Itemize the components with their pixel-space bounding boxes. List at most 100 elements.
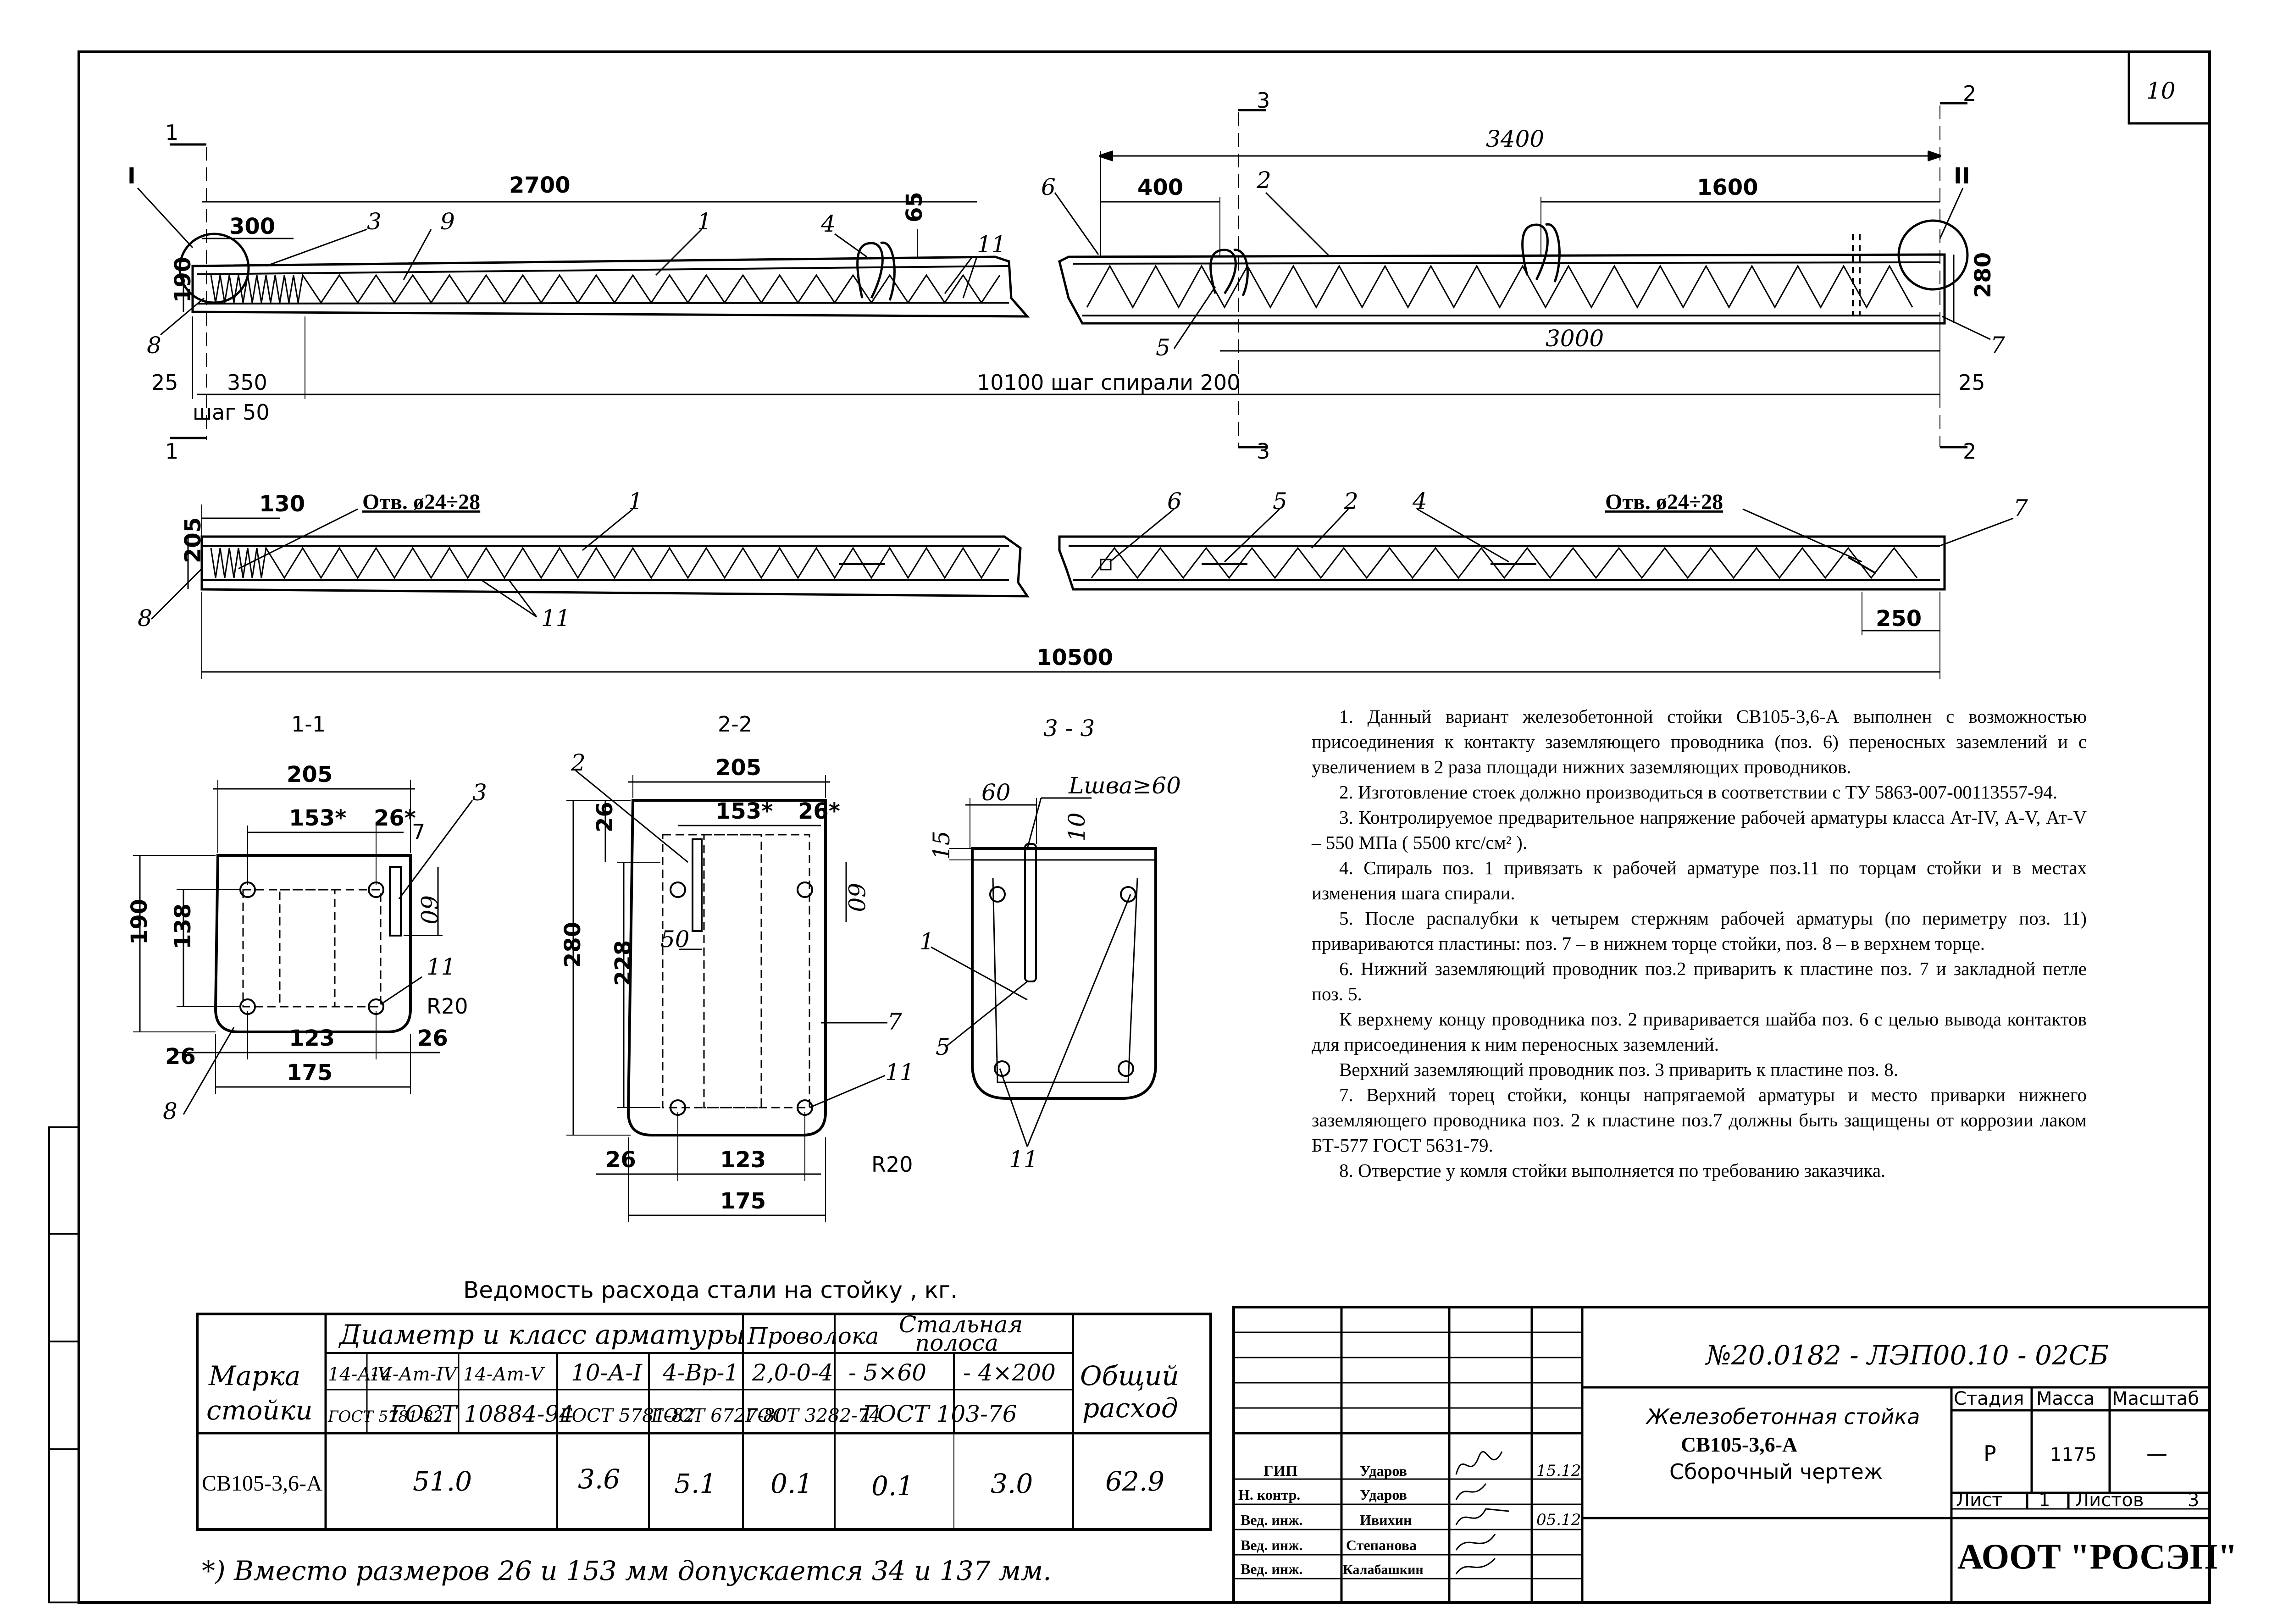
callout-7: 7 [1990, 332, 2005, 359]
steel-table-strip-header: Стальная [899, 1311, 1023, 1338]
row-v10: 3.6 [578, 1463, 620, 1495]
signature-1 [1455, 1451, 1503, 1475]
sheet-value: 1 [2039, 1490, 2050, 1511]
dim-2700: 2700 [509, 172, 571, 198]
sheets-header: Листов [2075, 1490, 2144, 1511]
plan-view [150, 504, 2014, 679]
sec22-w175: 175 [720, 1188, 766, 1214]
steel-table-wire-header: Проволока [747, 1323, 879, 1349]
plan-spiral-right [1091, 547, 1918, 579]
section-3-3-labels: 3 - 3 60 Lшва≥60 15 10 1 5 11 [920, 715, 1181, 1173]
mass-value: 1175 [2050, 1444, 2097, 1465]
plan-spiral-left [210, 546, 1001, 579]
section-1-1 [133, 780, 473, 1115]
date-gip: 15.12 [1536, 1462, 1581, 1480]
steel-table-group-header: Диаметр и класс арматуры [338, 1319, 745, 1350]
sec33-callout-1: 1 [920, 928, 934, 955]
sec11-h190: 190 [127, 899, 152, 945]
sheets-value: 3 [2188, 1490, 2199, 1511]
sec11-w153: 153* [289, 805, 346, 831]
steel-table-total-header: расход [1082, 1392, 1178, 1424]
section-mark-3-bottom: 3 [1257, 439, 1270, 464]
sec11-d60: 60 [416, 895, 442, 925]
section-1-1-labels: 1-1 205 153* 26* 7 60 190 138 26 123 26 … [127, 712, 487, 1125]
signature-5 [1455, 1557, 1496, 1574]
plan-labels: 130 Отв. ø24÷28 205 1 8 11 6 5 2 4 Отв. … [138, 488, 2028, 671]
dim-190: 190 [170, 257, 196, 303]
sheet-number: 10 [2146, 78, 2176, 104]
sec22-v26: 26 [592, 802, 618, 832]
section-2-2-labels: 2-2 205 153* 26* 26 60 50 280 228 26 123… [560, 712, 914, 1214]
signature-3 [1455, 1508, 1509, 1525]
sheet-frame [78, 50, 2211, 1604]
name-nkontr: Ударов [1360, 1486, 1407, 1503]
sec22-callout-7: 7 [887, 1009, 902, 1035]
class-strip-5x60: - 5×60 [848, 1359, 926, 1386]
title-block [1232, 1306, 2211, 1604]
section-mark-2-bottom: 2 [1963, 439, 1976, 464]
section-mark-1-bottom: 1 [165, 439, 178, 464]
callout-9: 9 [440, 208, 455, 235]
plan-holes-right: Отв. ø24÷28 [1605, 490, 1723, 514]
sec33-weld: Lшва≥60 [1068, 772, 1181, 799]
sec22-h228: 228 [610, 940, 636, 986]
callout-3: 3 [367, 208, 382, 235]
note-6a: К верхнему концу проводника поз. 2 прива… [1312, 1009, 2087, 1055]
product-name: Железобетонная стойка [1645, 1404, 1920, 1429]
sec33-d10: 10 [1064, 812, 1090, 842]
callout-I: I [127, 163, 136, 189]
name-ved1: Ивихин [1360, 1512, 1412, 1528]
sec22-h280: 280 [560, 922, 586, 968]
dim-280: 280 [1970, 252, 1996, 298]
note-1: 1. Данный вариант железобетонной стойки … [1312, 706, 2087, 777]
dim-3000: 3000 [1546, 325, 1604, 352]
class-strip-4x200: - 4×200 [963, 1359, 1056, 1386]
sec11-r20: R20 [427, 994, 468, 1019]
sheet-header: Лист [1956, 1490, 2002, 1511]
steel-table-footnote: *) Вместо размеров 26 и 153 мм допускает… [202, 1555, 1052, 1586]
row-total: 62.9 [1105, 1466, 1164, 1497]
gost-6727: ГОСТ 6727-80 [651, 1405, 787, 1426]
section-mark-3-top: 3 [1257, 88, 1270, 113]
scale-header: Масштаб [2112, 1388, 2199, 1409]
callout-1: 1 [697, 208, 712, 235]
sec22-title: 2-2 [718, 712, 752, 737]
scale-value: — [2146, 1441, 2167, 1466]
organization: АООТ "РОСЭП" [1957, 1536, 2238, 1576]
elevation-view [137, 102, 1991, 449]
steel-table-mark-header: Марка [208, 1360, 300, 1391]
dim-3400: 3400 [1486, 126, 1544, 152]
sec11-w123: 123 [289, 1025, 335, 1051]
plan-callout-8: 8 [138, 605, 152, 632]
elevation-labels: 3400 2700 300 65 400 1600 190 280 3000 2… [127, 81, 2005, 464]
sec11-d7: 7 [412, 820, 425, 844]
steel-table-strip-header: полоса [915, 1330, 998, 1356]
class-14-a-v: 14-А-V [328, 1364, 393, 1385]
role-gip: ГИП [1263, 1463, 1298, 1480]
plan-callout-2: 2 [1343, 488, 1358, 515]
sec33-d60: 60 [981, 779, 1011, 806]
dim-400: 400 [1137, 175, 1183, 200]
plan-dim-250: 250 [1876, 606, 1922, 632]
row-v14: 51.0 [413, 1466, 472, 1497]
class-10-a-i: 10-А-I [571, 1359, 643, 1386]
role-ved3: Вед. инж. [1241, 1561, 1302, 1577]
callout-4: 4 [820, 211, 836, 237]
mass-header: Масса [2036, 1388, 2095, 1409]
plan-dim-205: 205 [180, 517, 206, 563]
sec33-callout-5: 5 [936, 1034, 950, 1060]
product-code: СВ105-3,6-А [1681, 1433, 1797, 1456]
class-4-vr-1: 4-Вр-1 [662, 1359, 739, 1386]
spiral-zigzag-right [1086, 264, 1913, 309]
gost-10884: ГОСТ 10884-94 [389, 1401, 574, 1427]
plan-callout-5: 5 [1273, 488, 1287, 515]
note-6: 6. Нижний заземляющий проводник поз.2 пр… [1312, 958, 2087, 1004]
sec22-callout-11: 11 [885, 1059, 914, 1086]
sec11-h26: 26 [165, 1044, 196, 1070]
row-strip-4x200: 3.0 [991, 1468, 1033, 1499]
left-margin-strip [48, 1126, 80, 1603]
note-4: 4. Спираль поз. 1 привязать к рабочей ар… [1312, 857, 2087, 903]
sec11-h138: 138 [170, 903, 196, 949]
sec22-r20: R20 [871, 1152, 913, 1177]
